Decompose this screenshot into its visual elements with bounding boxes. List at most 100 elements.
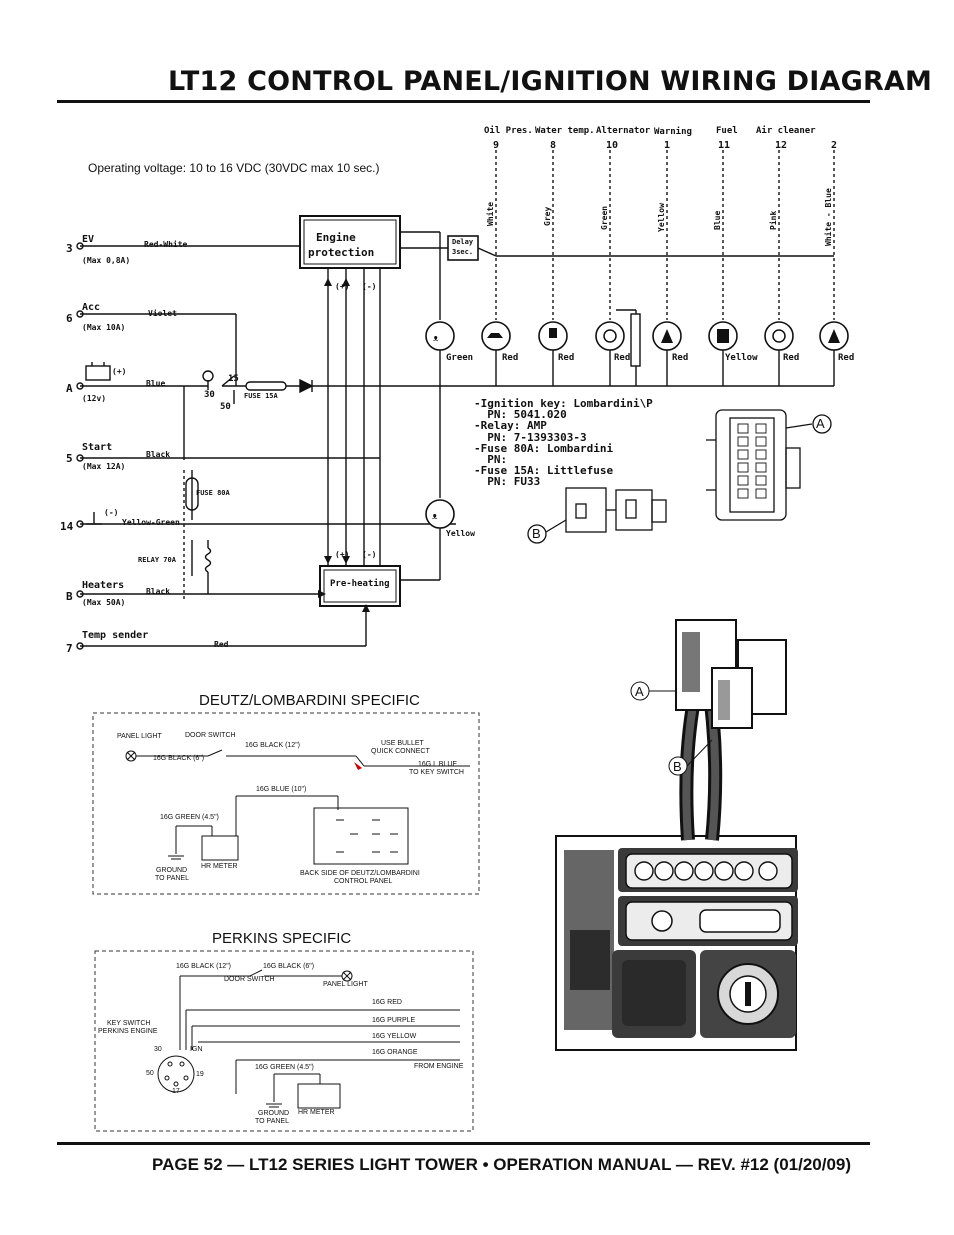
indicator-number: 2 (831, 140, 838, 151)
perkins-purple: 16G PURPLE (372, 1017, 416, 1024)
engine-protection-label: protection (308, 246, 375, 259)
indicator-label: Water temp. (535, 126, 595, 136)
indicator-number: 11 (718, 140, 731, 151)
terminal-number: A (66, 382, 73, 395)
terminal-wire: Black (146, 587, 171, 596)
deutz-hr-meter: HR METER (201, 863, 238, 870)
indicator-number: 9 (493, 140, 500, 151)
page-footer: PAGE 52 — LT12 SERIES LIGHT TOWER • OPER… (152, 1155, 852, 1174)
terminal-name: Heaters (82, 580, 125, 591)
indicator-number: 8 (550, 140, 557, 151)
terminal-name: Temp sender (82, 630, 149, 641)
indicator-label: Alternator (596, 126, 651, 136)
control-panel-photo (555, 619, 798, 1051)
deutz-blue10: 16G BLUE (10") (256, 786, 307, 793)
indicator-number: 12 (775, 140, 788, 151)
perkins-black12: 16G BLACK (12") (176, 963, 232, 970)
perkins-door-switch: DOOR SWITCH (224, 976, 275, 983)
deutz-ground: GROUND (156, 867, 188, 874)
terminal-wire: Blue (146, 379, 166, 388)
switch-terminal: 30 (204, 390, 215, 400)
delay-label: 3sec. (452, 248, 474, 256)
minus-label: (-) (362, 550, 377, 559)
perkins-terminal: 50 (146, 1070, 154, 1077)
perkins-terminal: 30 (154, 1046, 162, 1053)
lamp-color: Red (614, 353, 631, 363)
terminal-name: Start (82, 442, 113, 453)
terminal-number: 14 (60, 520, 74, 533)
plus-label: (+) (335, 550, 350, 559)
perkins-ground: TO PANEL (255, 1118, 289, 1125)
perkins-green45: 16G GREEN (4.5") (255, 1064, 314, 1071)
terminal-number: 7 (66, 642, 73, 655)
indicator-number: 1 (664, 140, 671, 151)
perkins-box (94, 950, 474, 1132)
svg-text:ᴥ: ᴥ (432, 511, 438, 522)
terminal-name: (+) (112, 367, 127, 376)
plus-label: (+) (335, 282, 350, 291)
indicator-label: Fuel (716, 126, 738, 136)
terminal-wire: Violet (148, 309, 177, 318)
deutz-title: DEUTZ/LOMBARDINI SPECIFIC (199, 692, 420, 709)
terminal-rating: (Max 10A) (82, 323, 126, 332)
lamp-color: Red (558, 353, 575, 363)
perkins-title: PERKINS SPECIFIC (212, 930, 352, 947)
perkins-terminal: 19 (196, 1071, 204, 1078)
connector-a-drawing (706, 409, 832, 521)
photo-callout-a: A (635, 684, 644, 699)
perkins-key-switch: KEY SWITCH (107, 1020, 151, 1027)
terminal-name: Acc (82, 302, 101, 313)
terminal-wire: Red-White (144, 240, 188, 249)
wire-color: Green (600, 205, 609, 230)
deutz-ground: TO PANEL (155, 875, 189, 882)
terminal-wire: Black (146, 450, 171, 459)
deutz-lblue: 16G L BLUE (418, 761, 458, 768)
indicator-label: Air cleaner (756, 126, 816, 136)
terminal-rating: (Max 12A) (82, 462, 126, 471)
terminal-number: 6 (66, 312, 73, 325)
perkins-terminal: 17 (172, 1088, 180, 1095)
terminal-rating: (Max 50A) (82, 598, 126, 607)
deutz-back: CONTROL PANEL (334, 878, 393, 885)
lamp-color: Red (783, 353, 800, 363)
perkins-red: 16G RED (372, 999, 402, 1006)
terminal-wire: Yellow-Green (122, 518, 180, 527)
wire-color: Pink (769, 210, 778, 230)
wire-color: Blue (713, 210, 722, 230)
indicator-label: Oil Pres. (484, 126, 533, 136)
lamp-color: Green (446, 353, 474, 363)
wire-color: White (486, 201, 495, 226)
terminal-wire: Red (214, 640, 229, 649)
perkins-from-engine: FROM ENGINE (414, 1063, 464, 1070)
lamp-color: Red (672, 353, 689, 363)
svg-text:ᴥ: ᴥ (433, 333, 439, 344)
terminal-number: 3 (66, 242, 73, 255)
callout-a: A (816, 416, 825, 431)
perkins-ground: GROUND (258, 1110, 290, 1117)
indicator-number: 10 (606, 140, 619, 151)
perkins-yellow: 16G YELLOW (372, 1033, 417, 1040)
terminal-number: 5 (66, 452, 73, 465)
footer-rule (57, 1142, 870, 1145)
deutz-black6: 16G BLACK (6") (153, 755, 205, 762)
deutz-black12: 16G BLACK (12") (245, 742, 301, 749)
relay-label: RELAY 70A (138, 556, 176, 564)
photo-callout-b: B (673, 759, 682, 774)
deutz-lblue: TO KEY SWITCH (409, 769, 464, 776)
deutz-green45: 16G GREEN (4.5") (160, 814, 219, 821)
perkins-key-switch: PERKINS ENGINE (98, 1028, 158, 1035)
callout-b: B (532, 526, 541, 541)
wire-color: White - Blue (824, 188, 833, 246)
connector-b-drawing (527, 487, 667, 544)
perkins-terminal: IGN (190, 1046, 203, 1053)
lamp-color: Red (502, 353, 519, 363)
deutz-box (92, 712, 480, 895)
switch-terminal: 50 (220, 402, 231, 412)
delay-label: Delay (452, 238, 474, 246)
title-rule (57, 100, 870, 103)
deutz-door-switch: DOOR SWITCH (185, 732, 236, 739)
parts-list: -Ignition key: Lombardini\P PN: 5041.020… (474, 397, 653, 489)
deutz-bullet: USE BULLET (381, 740, 424, 747)
perkins-hr-meter: HR METER (298, 1109, 335, 1116)
